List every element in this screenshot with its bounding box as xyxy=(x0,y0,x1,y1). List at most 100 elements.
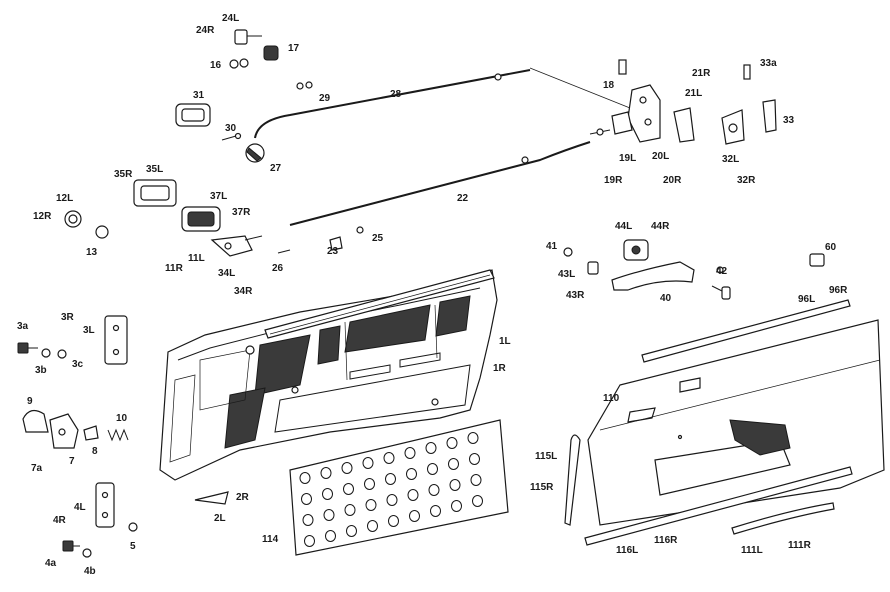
panel-hole xyxy=(470,474,482,486)
panel-hole xyxy=(383,452,395,464)
hinge-4 xyxy=(95,482,115,528)
label-25: 25 xyxy=(372,233,384,244)
label-116R: 116R xyxy=(654,535,678,546)
label-24L: 24L xyxy=(222,13,239,24)
part-20 xyxy=(673,107,695,143)
label-3a: 3a xyxy=(17,321,29,332)
label-20L: 20L xyxy=(652,151,669,162)
part-19 xyxy=(589,128,611,136)
panel-hole xyxy=(407,489,419,501)
part-29 xyxy=(296,81,313,90)
part-37-bezel xyxy=(181,206,221,232)
panel-hole xyxy=(304,535,315,547)
label-35R: 35R xyxy=(114,169,133,180)
label-116L: 116L xyxy=(616,545,638,556)
label-21L: 21L xyxy=(685,88,702,99)
label-111R: 111R xyxy=(788,540,812,551)
part-44-bezel xyxy=(623,239,649,261)
labels: 24L 24R 16 17 18 21R 33a 21L 33 28 29 31… xyxy=(17,13,848,577)
label-13: 13 xyxy=(86,247,98,258)
label-3L: 3L xyxy=(83,325,95,336)
part-27 xyxy=(245,143,265,163)
label-30: 30 xyxy=(225,123,237,134)
part-33 xyxy=(762,99,777,133)
label-27: 27 xyxy=(270,163,282,174)
panel-hole xyxy=(425,442,437,454)
panel-hole xyxy=(451,500,462,512)
label-37L: 37L xyxy=(210,191,227,202)
panel-hole xyxy=(469,453,480,465)
part-41 xyxy=(563,247,573,257)
panel-hole xyxy=(346,525,357,537)
label-21R: 21R xyxy=(692,68,711,79)
rod-22 xyxy=(289,141,591,226)
panel-hole xyxy=(364,478,375,490)
part-11-34-mechanism xyxy=(210,235,263,257)
part-60 xyxy=(809,253,825,267)
trim-panel-110 xyxy=(587,319,885,526)
label-33: 33 xyxy=(783,115,795,126)
part-35-escutcheon xyxy=(133,179,177,207)
panel-hole xyxy=(430,505,441,517)
panel-hole xyxy=(320,467,332,479)
label-4R: 4R xyxy=(53,515,67,526)
label-42: 42 xyxy=(716,266,728,277)
part-31-escutcheon xyxy=(175,103,211,127)
part-2-wedge xyxy=(194,491,229,505)
label-4L: 4L xyxy=(74,502,86,513)
label-1L: 1L xyxy=(499,336,511,347)
label-3R: 3R xyxy=(61,312,75,323)
label-115L: 115L xyxy=(535,451,557,462)
panel-hole xyxy=(388,515,399,527)
label-20R: 20R xyxy=(663,175,682,186)
label-32L: 32L xyxy=(722,154,739,165)
label-114: 114 xyxy=(262,534,279,545)
panel-hole xyxy=(367,520,378,532)
label-37R: 37R xyxy=(232,207,251,218)
label-26: 26 xyxy=(272,263,284,274)
label-44R: 44R xyxy=(651,221,670,232)
panel-hole xyxy=(365,499,377,511)
label-35L: 35L xyxy=(146,164,163,175)
cable-to-lock xyxy=(529,67,631,109)
label-24R: 24R xyxy=(196,25,215,36)
panel-hole xyxy=(428,484,440,496)
label-22: 22 xyxy=(457,193,469,204)
part-26 xyxy=(277,249,291,254)
label-4a: 4a xyxy=(45,558,57,569)
label-16: 16 xyxy=(210,60,222,71)
label-96R: 96R xyxy=(829,285,848,296)
panel-hole xyxy=(449,479,461,491)
label-11L: 11L xyxy=(188,253,205,264)
panel-hole xyxy=(362,457,374,469)
label-3c: 3c xyxy=(72,359,84,370)
panel-hole xyxy=(344,504,356,516)
label-4b: 4b xyxy=(84,566,96,577)
label-2R: 2R xyxy=(236,492,250,503)
panel-hole xyxy=(325,530,336,542)
label-8: 8 xyxy=(92,446,98,457)
label-28: 28 xyxy=(390,89,402,100)
label-60: 60 xyxy=(825,242,837,253)
label-19L: 19L xyxy=(619,153,636,164)
label-18: 18 xyxy=(603,80,615,91)
label-111L: 111L xyxy=(741,545,763,556)
check-strap-9 xyxy=(22,409,49,433)
label-3b: 3b xyxy=(35,365,47,376)
panel-hole xyxy=(386,494,398,506)
label-12L: 12L xyxy=(56,193,73,204)
label-7a: 7a xyxy=(31,463,43,474)
part-16 xyxy=(229,58,249,69)
perforated-panel-114 xyxy=(289,419,509,556)
part-32-striker xyxy=(721,109,745,145)
label-110: 110 xyxy=(603,393,620,404)
door-top-frame xyxy=(264,269,495,339)
label-44L: 44L xyxy=(615,221,632,232)
part-5 xyxy=(128,522,138,532)
panel-hole xyxy=(406,468,417,480)
part-24 xyxy=(234,29,262,45)
panel-hole xyxy=(404,447,416,459)
label-34L: 34L xyxy=(218,268,235,279)
panel-hole xyxy=(467,432,479,444)
